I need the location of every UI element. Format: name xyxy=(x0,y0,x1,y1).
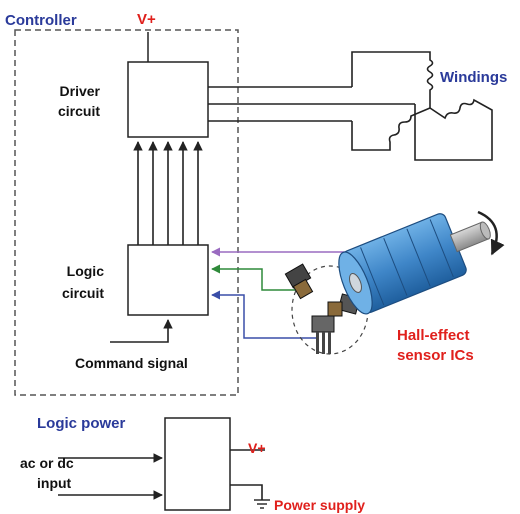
motor-rotor xyxy=(338,213,491,315)
rotation-arrow xyxy=(477,210,505,256)
sensor-line-purple xyxy=(211,247,361,266)
command-signal-label: Command signal xyxy=(75,355,188,371)
vplus-bottom-label: V+ xyxy=(248,440,266,456)
driver-winding-wires xyxy=(208,86,415,122)
ground-icon xyxy=(254,499,270,509)
sensor-line-green xyxy=(211,264,305,291)
logic-power-label: Logic power xyxy=(37,415,126,432)
controller-label: Controller xyxy=(5,12,77,29)
logic-label-line2: circuit xyxy=(62,285,104,301)
power-supply-label: Power supply xyxy=(274,497,365,513)
power-supply-box xyxy=(164,417,231,511)
ground-wire xyxy=(230,484,263,500)
driver-label-line1: Driver xyxy=(60,83,101,99)
logic-label-line1: Logic xyxy=(67,263,105,279)
sensor-line-blue xyxy=(211,290,318,339)
controller-boundary xyxy=(14,29,239,396)
logic-circuit-box xyxy=(127,244,209,316)
windings-symbol xyxy=(351,51,493,161)
hall-sensor-3 xyxy=(311,315,335,354)
logic-to-driver-arrows xyxy=(133,141,203,245)
hall-sensor-1 xyxy=(284,263,314,300)
driver-circuit-box xyxy=(127,61,209,138)
command-signal-arrow xyxy=(110,319,173,343)
vplus-top-label: V+ xyxy=(137,11,156,28)
hall-label-line1: Hall-effect xyxy=(397,327,470,344)
windings-label: Windings xyxy=(440,69,507,86)
input-label-line2: input xyxy=(37,475,72,491)
hall-label-line2: sensor ICs xyxy=(397,347,474,364)
driver-label-line2: circuit xyxy=(58,103,100,119)
input-label-line1: ac or dc xyxy=(20,455,74,471)
